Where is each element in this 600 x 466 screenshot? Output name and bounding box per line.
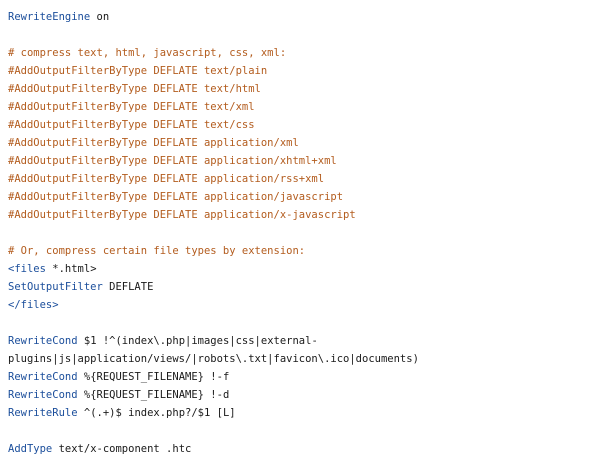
comment-text: #AddOutputFilterByType DEFLATE applicati… [8,209,356,221]
directive-line: RewriteEngine on [8,8,592,26]
directive-arguments: text/x-component .htc [52,443,192,455]
directive-keyword: RewriteEngine [8,11,91,23]
comment-line: #AddOutputFilterByType DEFLATE text/xml [8,98,592,116]
directive-keyword: RewriteRule [8,407,78,419]
comment-line: #AddOutputFilterByType DEFLATE text/html [8,80,592,98]
comment-line: #AddOutputFilterByType DEFLATE applicati… [8,170,592,188]
comment-text: #AddOutputFilterByType DEFLATE applicati… [8,137,299,149]
directive-line: SetOutputFilter DEFLATE [8,278,592,296]
comment-text: # Or, compress certain file types by ext… [8,245,306,257]
blank-line [8,26,592,44]
directive-line: AddType text/x-component .htc [8,440,592,458]
directive-line: RewriteCond %{REQUEST_FILENAME} !-f [8,368,592,386]
directive-keyword: RewriteCond [8,371,78,383]
comment-text: #AddOutputFilterByType DEFLATE text/css [8,119,255,131]
directive-line: </files> [8,296,592,314]
comment-text: #AddOutputFilterByType DEFLATE text/html [8,83,261,95]
blank-line [8,314,592,332]
comment-line: #AddOutputFilterByType DEFLATE applicati… [8,134,592,152]
directive-keyword: RewriteCond [8,335,78,347]
comment-text: #AddOutputFilterByType DEFLATE applicati… [8,155,337,167]
comment-line: #AddOutputFilterByType DEFLATE applicati… [8,206,592,224]
comment-text: #AddOutputFilterByType DEFLATE applicati… [8,173,325,185]
comment-line: # Or, compress certain file types by ext… [8,242,592,260]
comment-text: #AddOutputFilterByType DEFLATE applicati… [8,191,344,203]
directive-arguments: on [90,11,110,23]
comment-text: # compress text, html, javascript, css, … [8,47,287,59]
directive-keyword: <files [8,263,46,275]
directive-keyword: SetOutputFilter [8,281,103,293]
directive-line: RewriteRule ^(.+)$ index.php?/$1 [L] [8,404,592,422]
directive-line: RewriteCond %{REQUEST_FILENAME} !-d [8,386,592,404]
comment-line: #AddOutputFilterByType DEFLATE text/css [8,116,592,134]
directive-line: <files *.html> [8,260,592,278]
comment-text: #AddOutputFilterByType DEFLATE text/xml [8,101,255,113]
blank-line [8,422,592,440]
blank-line [8,224,592,242]
comment-line: # compress text, html, javascript, css, … [8,44,592,62]
directive-arguments: %{REQUEST_FILENAME} !-f [77,371,230,383]
directive-arguments: *.html> [45,263,97,275]
comment-line: #AddOutputFilterByType DEFLATE text/plai… [8,62,592,80]
directive-keyword: RewriteCond [8,389,78,401]
comment-line: #AddOutputFilterByType DEFLATE applicati… [8,188,592,206]
htaccess-code-block: RewriteEngine on # compress text, html, j… [8,8,592,458]
directive-arguments: $1 !^(index\.php|images|css|external- [77,335,318,347]
directive-arguments: DEFLATE [102,281,154,293]
directive-keyword: </files> [8,299,59,311]
directive-line: RewriteCond $1 !^(index\.php|images|css|… [8,332,592,350]
comment-line: #AddOutputFilterByType DEFLATE applicati… [8,152,592,170]
comment-text: #AddOutputFilterByType DEFLATE text/plai… [8,65,268,77]
directive-keyword: AddType [8,443,53,455]
directive-arguments: ^(.+)$ index.php?/$1 [L] [77,407,236,419]
code-text: plugins|js|application/views/|robots\.tx… [8,353,419,365]
directive-arguments: %{REQUEST_FILENAME} !-d [77,389,230,401]
continuation-line: plugins|js|application/views/|robots\.tx… [8,350,592,368]
